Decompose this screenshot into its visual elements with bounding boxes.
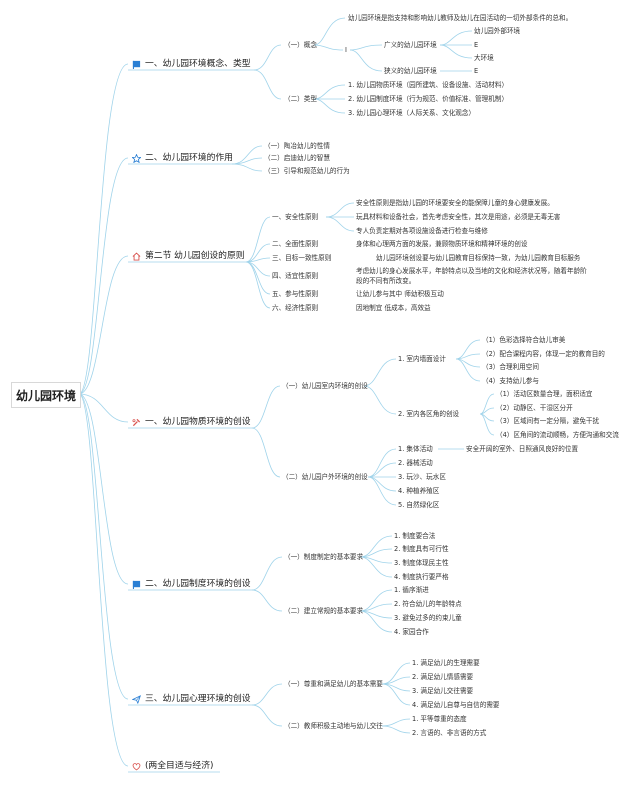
wall-item: （3）合理利用空间 xyxy=(482,363,539,371)
area-item: （4）区角间的流动顺畅，方便沟通和交流 xyxy=(496,431,619,439)
needs-item: 2. 满足幼儿情感需要 xyxy=(412,673,474,681)
outdoor-item: 2. 器械活动 xyxy=(398,459,433,467)
broad-item: E xyxy=(474,41,479,49)
outdoor-item: 3. 玩沙、玩水区 xyxy=(398,473,446,481)
principle-node[interactable]: 四、适宜性原则 xyxy=(272,272,319,280)
section-label: 一、幼儿园物质环境的创设 xyxy=(145,417,251,427)
section-concept-types[interactable]: 一、幼儿园环境概念、类型 xyxy=(132,59,251,70)
concept-definition: 幼儿园环境是指支持和影响幼儿教师及幼儿在园活动的一切外部条件的总和。 xyxy=(348,14,573,22)
wall-item: （4）支持幼儿参与 xyxy=(482,377,539,385)
principle-detail: 幼儿园环境创设要与幼儿园教育目标保持一致，为幼儿园教育目标服务 xyxy=(376,254,581,262)
principle-node[interactable]: 六、经济性原则 xyxy=(272,304,319,312)
principle-detail: 专人负责定期对各项设施设备进行检查与维修 xyxy=(356,227,488,235)
type-item: 3. 幼儿园心理环境（人际关系、文化观念） xyxy=(348,109,476,117)
section-label: 一、幼儿园环境概念、类型 xyxy=(145,59,251,69)
basic-requirements-node[interactable]: （一）制度制定的基本要求 xyxy=(284,553,364,561)
basic-item: 4. 制度执行要严格 xyxy=(394,573,449,581)
section-principles[interactable]: 第二节 幼儿园创设的原则 xyxy=(132,251,245,262)
section-label: 二、幼儿园制度环境的创设 xyxy=(145,579,251,589)
branch-root-s2 xyxy=(78,157,129,395)
blue-flag-icon xyxy=(132,580,141,589)
role-item: （三）引导和规范幼儿的行为 xyxy=(264,167,350,175)
star-icon xyxy=(132,154,141,163)
wall-item: （2）配合课程内容，体现一定的教育目的 xyxy=(482,350,605,358)
needs-item: 1. 满足幼儿的生理需要 xyxy=(412,659,480,667)
principle-detail: 玩具材料和设备社会，首先考虑安全性，其次是用途，必须是无毒无害 xyxy=(356,213,561,221)
outdoor-item: 5. 自然绿化区 xyxy=(398,501,440,509)
principle-detail: 安全性原则是指幼儿园的环境要安全的能保障儿童的身心健康发展。 xyxy=(356,199,554,207)
basic-item: 1. 制度要合法 xyxy=(394,532,436,540)
area-node[interactable]: 2. 室内各区角的创设 xyxy=(398,410,460,418)
respect-needs-node[interactable]: （一）尊重和满足幼儿的基本需要 xyxy=(284,680,383,688)
section-psychological[interactable]: 三、幼儿园心理环境的创设 xyxy=(132,694,251,705)
needs-item: 3. 满足幼儿交往需要 xyxy=(412,687,474,695)
principle-detail: 考虑幼儿的身心发展水平，年龄特点以及当地的文化和经济状况等，随着年龄阶 xyxy=(356,267,587,275)
wall-design-node[interactable]: 1. 室内墙面设计 xyxy=(398,355,446,363)
principle-detail: 因地制宜 低成本，高效益 xyxy=(356,304,431,312)
basic-item: 3. 制度体现民主性 xyxy=(394,559,449,567)
outdoor-item: 4. 种植养殖区 xyxy=(398,487,440,495)
narrow-item: E xyxy=(474,67,479,75)
routine-node[interactable]: （二）建立常规的基本要求 xyxy=(284,607,364,615)
area-item: （3）区域间有一定分隔，避免干扰 xyxy=(496,417,600,425)
root-node[interactable]: 幼儿园环境 xyxy=(11,382,81,408)
teacher-item: 2. 言语的、非言语的方式 xyxy=(412,729,487,737)
section-role[interactable]: 二、幼儿园环境的作用 xyxy=(132,153,233,164)
type-item: 1. 幼儿园物质环境（园所建筑、设备设施、活动材料） xyxy=(348,81,509,89)
area-item: （2）动静区、干湿区分开 xyxy=(496,404,573,412)
house-icon xyxy=(132,252,141,261)
section-label: 二、幼儿园环境的作用 xyxy=(145,153,233,163)
routine-item: 1. 循序渐进 xyxy=(394,586,429,594)
section-economy[interactable]: (两全目适与经济) xyxy=(132,761,213,772)
outdoor-node[interactable]: （二）幼儿园户外环境的创设 xyxy=(282,473,368,481)
root-label: 幼儿园环境 xyxy=(15,388,76,403)
routine-item: 4. 家园合作 xyxy=(394,628,429,636)
principle-node[interactable]: 二、全面性原则 xyxy=(272,240,319,248)
basic-item: 2. 制度具有可行性 xyxy=(394,545,449,553)
branch-root-s6 xyxy=(78,393,129,700)
principle-node[interactable]: 五、参与性原则 xyxy=(272,290,319,298)
needs-item: 4. 满足幼儿自尊与自信的需要 xyxy=(412,701,500,709)
branch-root-s1 xyxy=(78,63,129,395)
section-label: 三、幼儿园心理环境的创设 xyxy=(145,694,251,704)
outdoor-item: 1. 集体活动 xyxy=(398,445,433,453)
outdoor-note: 安全开阔的室外、日照通风良好的位置 xyxy=(466,445,579,453)
branch-root-s7 xyxy=(78,393,129,767)
branch-root-s3 xyxy=(78,255,129,395)
concept-marker: I xyxy=(345,46,347,54)
routine-item: 3. 避免过多的约束儿童 xyxy=(394,614,462,622)
section-institutional[interactable]: 二、幼儿园制度环境的创设 xyxy=(132,579,251,590)
principle-detail: 身体和心理两方面的发展，兼顾物质环境和精神环境的创设 xyxy=(356,240,528,248)
principle-detail: 让幼儿参与其中 师幼积极互动 xyxy=(356,290,444,298)
branch-root-s5 xyxy=(78,393,129,585)
broad-item: 大环境 xyxy=(474,54,494,62)
principle-node[interactable]: 三、目标一致性原则 xyxy=(272,254,332,262)
section-label: (两全目适与经济) xyxy=(145,761,214,771)
section-physical[interactable]: 一、幼儿园物质环境的创设 xyxy=(132,417,251,428)
paper-plane-icon xyxy=(132,695,141,704)
branch-root-s4 xyxy=(78,393,129,423)
principle-detail: 段的不同有所改变。 xyxy=(356,277,416,285)
broad-environment-node[interactable]: 广义的幼儿园环境 xyxy=(384,41,437,49)
principle-node[interactable]: 一、安全性原则 xyxy=(272,213,319,221)
area-item: （1）活动区数量合理，面积适宜 xyxy=(496,390,593,398)
tools-icon xyxy=(132,418,141,427)
type-item: 2. 幼儿园制度环境（行为规范、价值标准、管理机制） xyxy=(348,95,509,103)
wall-item: （1）色彩选择符合幼儿审美 xyxy=(482,336,566,344)
teacher-interaction-node[interactable]: （二）教师积极主动地与幼儿交往 xyxy=(284,722,383,730)
concept-node[interactable]: （一）概念 xyxy=(284,41,317,49)
role-item: （二）启迪幼儿的智慧 xyxy=(264,154,330,162)
types-node[interactable]: （二）类型 xyxy=(284,95,317,103)
blue-flag-icon xyxy=(132,60,141,69)
heart-icon xyxy=(132,762,141,771)
teacher-item: 1. 平等尊重的态度 xyxy=(412,715,467,723)
indoor-node[interactable]: （一）幼儿园室内环境的创设 xyxy=(282,382,368,390)
section-label: 第二节 幼儿园创设的原则 xyxy=(145,251,245,261)
narrow-environment-node[interactable]: 狭义的幼儿园环境 xyxy=(384,67,437,75)
routine-item: 2. 符合幼儿的年龄特点 xyxy=(394,600,462,608)
role-item: （一）陶冶幼儿的性情 xyxy=(264,142,330,150)
broad-item: 幼儿园外部环境 xyxy=(474,27,521,35)
